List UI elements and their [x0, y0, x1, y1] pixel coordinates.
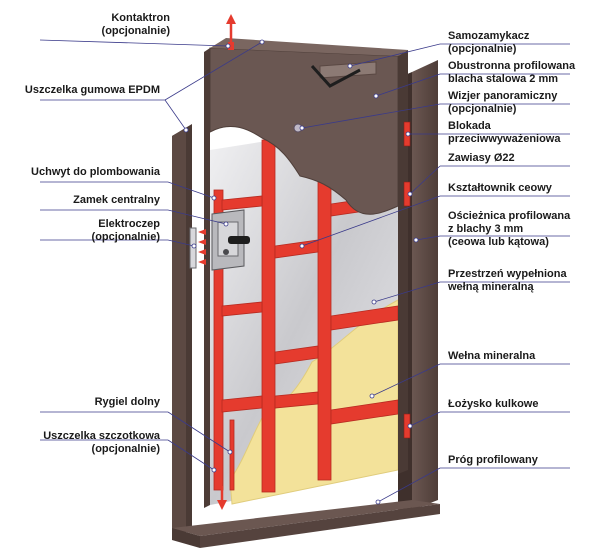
label-uchwyt: Uchwyt do plombowania	[0, 166, 160, 179]
label-rygiel-line1: Rygiel dolny	[94, 396, 160, 408]
label-wizjer-line1: Wizjer panoramiczny	[448, 90, 558, 102]
label-wizjer: Wizjer panoramiczny (opcjonalnie)	[448, 90, 557, 116]
label-oscieznica-line1: Ościeżnica profilowana	[448, 210, 571, 222]
label-zamek-line1: Zamek centralny	[73, 194, 160, 206]
label-uszczelka-szczotkowa: Uszczelka szczotkowa (opcjonalnie)	[0, 430, 160, 456]
door-skin	[204, 38, 408, 508]
label-kontaktron: Kontaktron (opcjonalnie)	[60, 12, 170, 38]
label-kontaktron-line2: (opcjonalnie)	[101, 25, 170, 37]
label-zawiasy-line1: Zawiasy Ø22	[448, 152, 515, 164]
label-oscieznica-line2: z blachy 3 mm	[448, 223, 524, 235]
label-uszczelka-szczotkowa-line1: Uszczelka szczotkowa	[43, 430, 160, 442]
label-oscieznica-line3: (ceowa lub kątowa)	[448, 236, 549, 248]
label-welna: Wełna mineralna	[448, 350, 535, 363]
label-welna-line1: Wełna mineralna	[448, 350, 536, 362]
electric-strike	[189, 227, 206, 269]
leader-dots	[183, 39, 419, 505]
label-kontaktron-line1: Kontaktron	[111, 12, 170, 24]
label-lozysko: Łożysko kulkowe	[448, 398, 538, 411]
label-lozysko-line1: Łożysko kulkowe	[448, 398, 539, 410]
label-oscieznica: Ościeżnica profilowana z blachy 3 mm (ce…	[448, 210, 570, 249]
central-lock	[211, 209, 250, 271]
label-zawiasy: Zawiasy Ø22	[448, 152, 515, 165]
label-elektroczep-line1: Elektroczep	[98, 218, 160, 230]
label-blokada-line2: przeciwwyważeniowa	[448, 133, 561, 145]
label-uchwyt-line1: Uchwyt do plombowania	[31, 166, 160, 178]
label-ksztaltownik: Kształtownik ceowy	[448, 182, 552, 195]
label-elektroczep-line2: (opcjonalnie)	[91, 231, 160, 243]
label-prog-line1: Próg profilowany	[448, 454, 538, 466]
door-closer	[310, 61, 377, 88]
label-uszczelka-epdm: Uszczelka gumowa EPDM	[0, 84, 160, 97]
label-samozamykacz-line2: (opcjonalnie)	[448, 43, 517, 55]
label-przestrzen: Przestrzeń wypełniona wełną mineralną	[448, 268, 567, 294]
label-elektroczep: Elektroczep (opcjonalnie)	[0, 218, 160, 244]
label-uszczelka-szczotkowa-line2: (opcjonalnie)	[91, 443, 160, 455]
label-wizjer-line2: (opcjonalnie)	[448, 103, 517, 115]
label-samozamykacz-line1: Samozamykacz	[448, 30, 530, 42]
label-obustronna-line2: blacha stalowa 2 mm	[448, 73, 559, 85]
label-obustronna: Obustronna profilowana blacha stalowa 2 …	[448, 60, 575, 86]
label-blokada: Blokada przeciwwyważeniowa	[448, 120, 560, 146]
contactron	[226, 14, 236, 50]
label-obustronna-line1: Obustronna profilowana	[448, 60, 576, 72]
label-ksztaltownik-line1: Kształtownik ceowy	[448, 182, 552, 194]
label-blokada-line1: Blokada	[448, 120, 491, 132]
label-uszczelka-epdm-line1: Uszczelka gumowa EPDM	[24, 84, 160, 96]
label-przestrzen-line1: Przestrzeń wypełniona	[448, 268, 567, 280]
label-samozamykacz: Samozamykacz (opcjonalnie)	[448, 30, 529, 56]
label-przestrzen-line2: wełną mineralną	[448, 281, 534, 293]
label-zamek: Zamek centralny	[0, 194, 160, 207]
leader-lines	[39, 39, 570, 503]
label-prog: Próg profilowany	[448, 454, 538, 467]
bottom-bolt	[217, 486, 227, 510]
label-rygiel: Rygiel dolny	[0, 396, 160, 409]
